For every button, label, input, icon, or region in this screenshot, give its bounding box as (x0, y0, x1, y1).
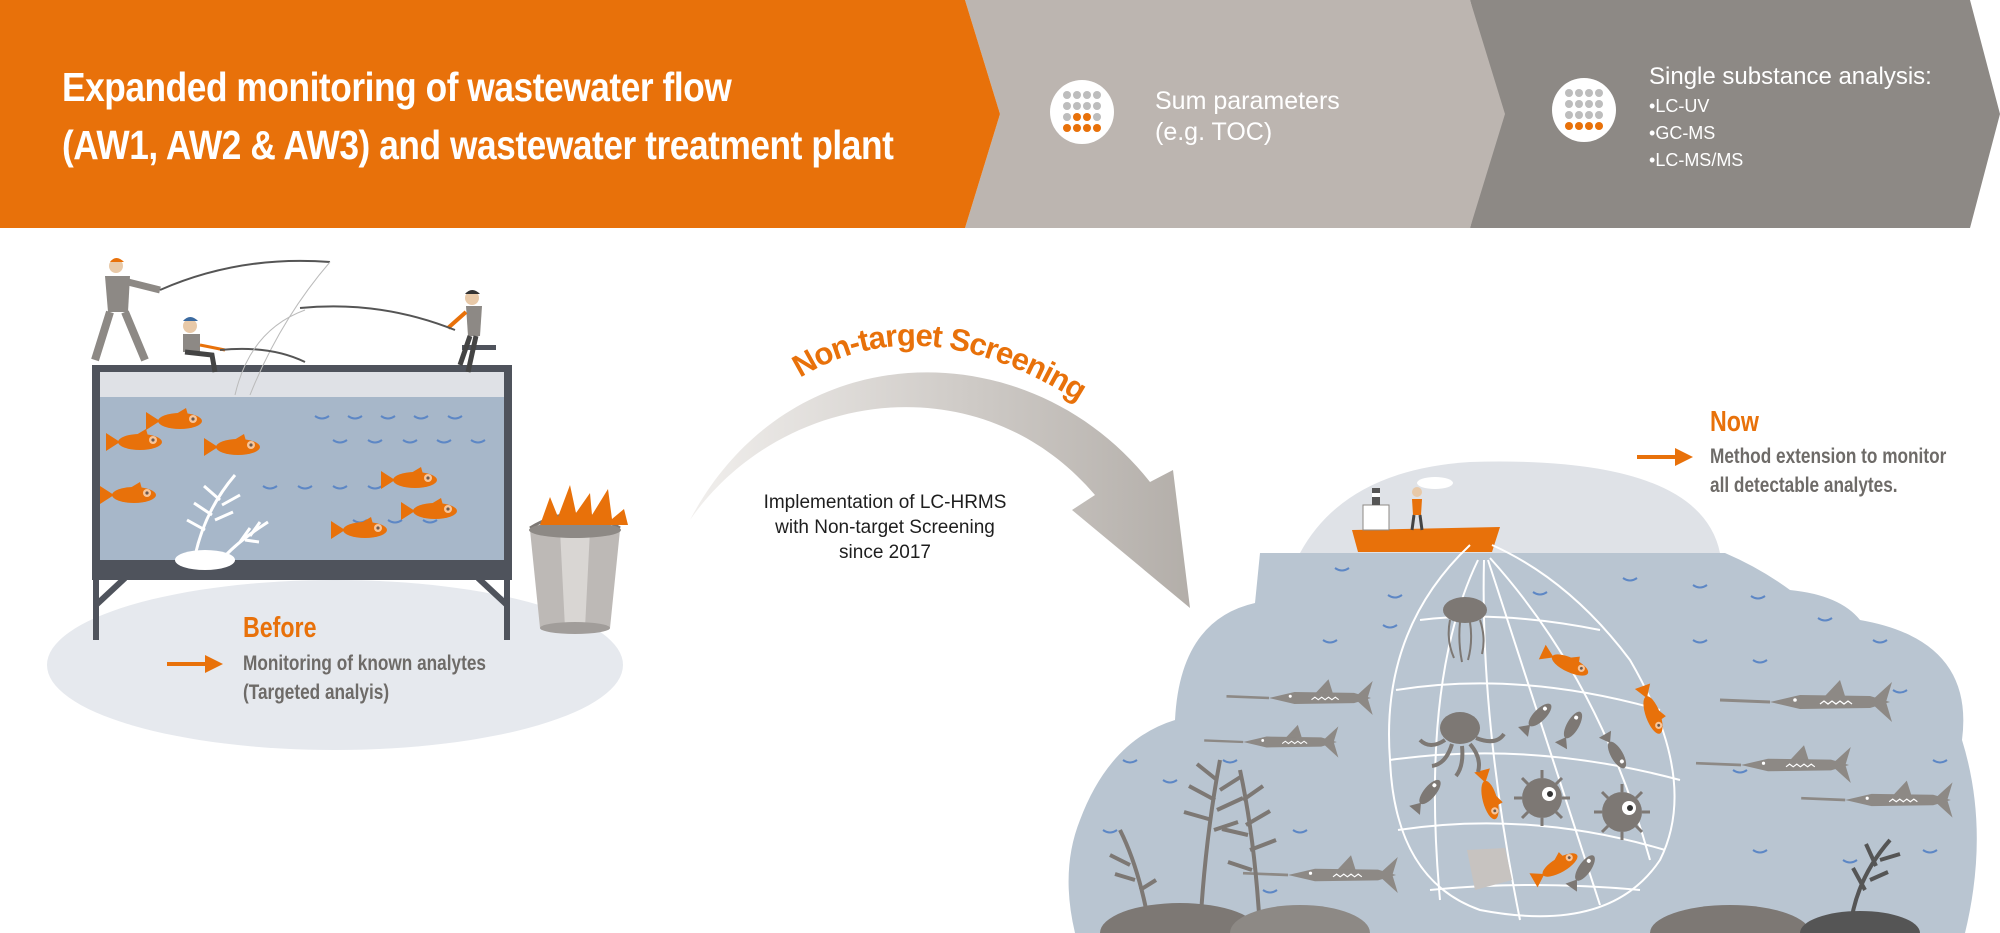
implementation-line-3: since 2017 (839, 542, 931, 563)
now-arrow-icon (1637, 448, 1693, 466)
now-heading: Now (1710, 406, 1759, 438)
sum-parameters-line-1: Sum parameters (1155, 87, 1340, 115)
bucket-with-fish (529, 485, 628, 634)
chevron-orange (0, 0, 1000, 228)
before-arrow-icon (167, 655, 223, 673)
now-line-1: Method extension to monitor (1710, 445, 1947, 468)
fisherman-right (299, 290, 496, 373)
fishing-net (1388, 544, 1681, 921)
now-line-2: all detectable analytes. (1710, 474, 1898, 497)
sum-parameters-dots-icon (1050, 80, 1114, 144)
sum-parameters-line-2: (e.g. TOC) (1155, 118, 1273, 146)
aquarium-ground-shadow (47, 580, 623, 750)
research-boat (1352, 487, 1500, 552)
chevron-light-gray (965, 0, 1505, 228)
svg-text:Non-target Screening: Non-target Screening (790, 320, 1092, 407)
sea-rocks (1100, 903, 1920, 933)
title-line-1: Expanded monitoring of wastewater flow (62, 64, 732, 110)
aquarium-air (100, 372, 504, 397)
net-creatures (1409, 597, 1671, 892)
now-description: Method extension to monitor all detectab… (1710, 442, 1946, 500)
aquarium-stand (93, 572, 510, 640)
title-line-2: (AW1, AW2 & AW3) and wastewater treatmen… (62, 122, 894, 168)
single-substance-list: LC-UV GC-MS LC-MS/MS (1649, 93, 1743, 174)
single-substance-dots-icon (1552, 78, 1616, 142)
single-substance-item: LC-MS/MS (1649, 147, 1743, 174)
implementation-caption: Implementation of LC-HRMS with Non-targe… (735, 490, 1035, 565)
page-title: Expanded monitoring of wastewater flow (… (62, 58, 894, 174)
header-banner: Expanded monitoring of wastewater flow (… (0, 0, 2000, 228)
implementation-line-2: with Non-target Screening (775, 517, 995, 538)
fisherman-sitting (183, 309, 306, 396)
fisherman-standing (91, 258, 331, 396)
single-substance-title: Single substance analysis: (1649, 63, 1932, 90)
before-line-1: Monitoring of known analytes (243, 652, 487, 675)
before-description: Monitoring of known analytes (Targeted a… (243, 649, 486, 707)
non-target-arrow (690, 372, 1190, 608)
aquarium-plant (186, 474, 269, 558)
sea-scene (1068, 461, 1977, 933)
banner-chevrons (0, 0, 2000, 228)
implementation-line-1: Implementation of LC-HRMS (763, 492, 1007, 513)
single-substance-item: LC-UV (1649, 93, 1743, 120)
sum-parameters-label: Sum parameters (e.g. TOC) (1155, 86, 1340, 148)
before-heading: Before (243, 612, 317, 644)
non-target-screening-label: Non-target Screening (790, 320, 1093, 407)
single-substance-item: GC-MS (1649, 120, 1743, 147)
before-line-2: (Targeted analyis) (243, 681, 390, 704)
non-target-screening-text: Non-target Screening (790, 320, 1093, 407)
